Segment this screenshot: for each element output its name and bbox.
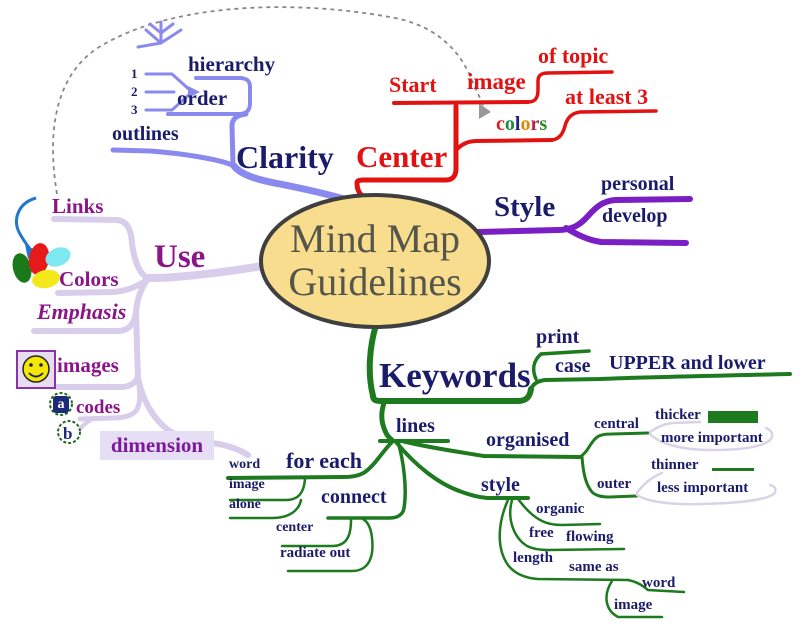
thicker-line-sample (708, 411, 758, 423)
keywords-branch-lines (226, 322, 792, 619)
keywords-for-each-label: for each (286, 448, 362, 473)
keywords-flowing-label: flowing (566, 529, 614, 545)
thinner-line-sample (712, 468, 754, 471)
order-number-2: 2 (131, 84, 138, 99)
center-of-topic-label: of topic (538, 43, 609, 68)
keywords-upper-lower-label: UPPER and lower (609, 352, 766, 374)
keywords-thinner-label: thinner (651, 457, 699, 473)
center-topic-ellipse (259, 193, 491, 329)
center-topic-line2: Guidelines (288, 259, 462, 304)
splat-red (28, 243, 50, 275)
dimension-box: dimension (100, 431, 214, 460)
hierarchy-tree-icon (136, 20, 183, 49)
center-topic-line1: Mind Map (290, 216, 460, 261)
keywords-radiate-out-label: radiate out (280, 545, 351, 561)
order-arrows-icon (144, 72, 194, 112)
colors-letter: o (520, 113, 531, 135)
clarity-label: Clarity (236, 139, 334, 175)
code-b-label: b (63, 424, 73, 443)
keywords-case-label: case (555, 355, 591, 377)
use-label: Use (154, 239, 206, 275)
center-image-label: image (467, 69, 526, 94)
style-develop-label: develop (602, 205, 668, 227)
splat-green (12, 253, 32, 283)
keywords-center-label: center (276, 520, 314, 535)
clarity-outlines-label: outlines (112, 123, 179, 145)
colors-letter: o (504, 113, 515, 135)
keywords-same-image-label: image (614, 597, 653, 613)
center-at-least-3-label: at least 3 (565, 84, 649, 109)
clarity-branch-lines (110, 20, 348, 203)
center-branch-lines (354, 70, 658, 203)
keywords-lines-label: lines (396, 415, 435, 437)
keywords-thicker-label: thicker (655, 407, 701, 423)
keywords-more-important-label: more important (661, 430, 763, 446)
keywords-alone-label: alone (229, 497, 261, 512)
use-colors-label: Colors (59, 267, 119, 291)
splat-cyan (45, 247, 71, 267)
colors-letter: l (514, 113, 521, 135)
order-arrowhead-icon (188, 86, 200, 98)
use-images-label: images (57, 353, 119, 377)
keywords-same-as-label: same as (569, 559, 619, 575)
center-start-label: Start (389, 72, 437, 97)
keywords-connect-label: connect (321, 486, 387, 508)
links-arrow-icon (15, 196, 37, 250)
order-number-1: 1 (131, 66, 138, 81)
keywords-same-word-label: word (642, 575, 676, 591)
keywords-free-label: free (529, 525, 554, 541)
keywords-less-important-label: less important (657, 480, 749, 496)
use-links-label: Links (52, 194, 104, 218)
importance-connector-lines (635, 420, 777, 506)
keywords-organised-label: organised (486, 429, 570, 451)
colors-letter: s (539, 113, 548, 135)
splat-yellow (32, 269, 60, 289)
use-emphasis-label: Emphasis (37, 299, 127, 324)
style-label: Style (494, 191, 556, 223)
cross-link-arrowhead-icon (479, 103, 491, 119)
clarity-order-label: order (177, 86, 228, 110)
code-a-label: a (53, 396, 69, 413)
style-branch-lines (475, 196, 693, 246)
keywords-length-label: length (513, 550, 554, 566)
keywords-word-label: word (229, 457, 261, 472)
order-number-3: 3 (131, 102, 138, 117)
style-personal-label: personal (601, 173, 675, 195)
keywords-print-label: print (536, 326, 580, 348)
keywords-image-label: image (229, 477, 265, 492)
center-label: Center (356, 139, 448, 174)
keywords-central-label: central (594, 416, 639, 432)
keywords-outer-label: outer (597, 476, 632, 492)
use-codes-label: codes (76, 397, 121, 418)
keywords-label: Keywords (379, 356, 531, 395)
center-colors-label: colors (496, 114, 547, 134)
code-b-circle-icon (57, 420, 81, 444)
smiley-image-icon (16, 350, 56, 389)
use-dimension-label: dimension (110, 433, 204, 457)
clarity-hierarchy-label: hierarchy (188, 52, 276, 76)
color-splats-icon (12, 243, 71, 289)
colors-letter: r (530, 113, 540, 135)
colors-letter: c (496, 113, 505, 135)
keywords-style-label: style (481, 474, 520, 496)
cross-link-dashed-arc (52, 6, 486, 195)
keywords-organic-label: organic (536, 501, 585, 517)
